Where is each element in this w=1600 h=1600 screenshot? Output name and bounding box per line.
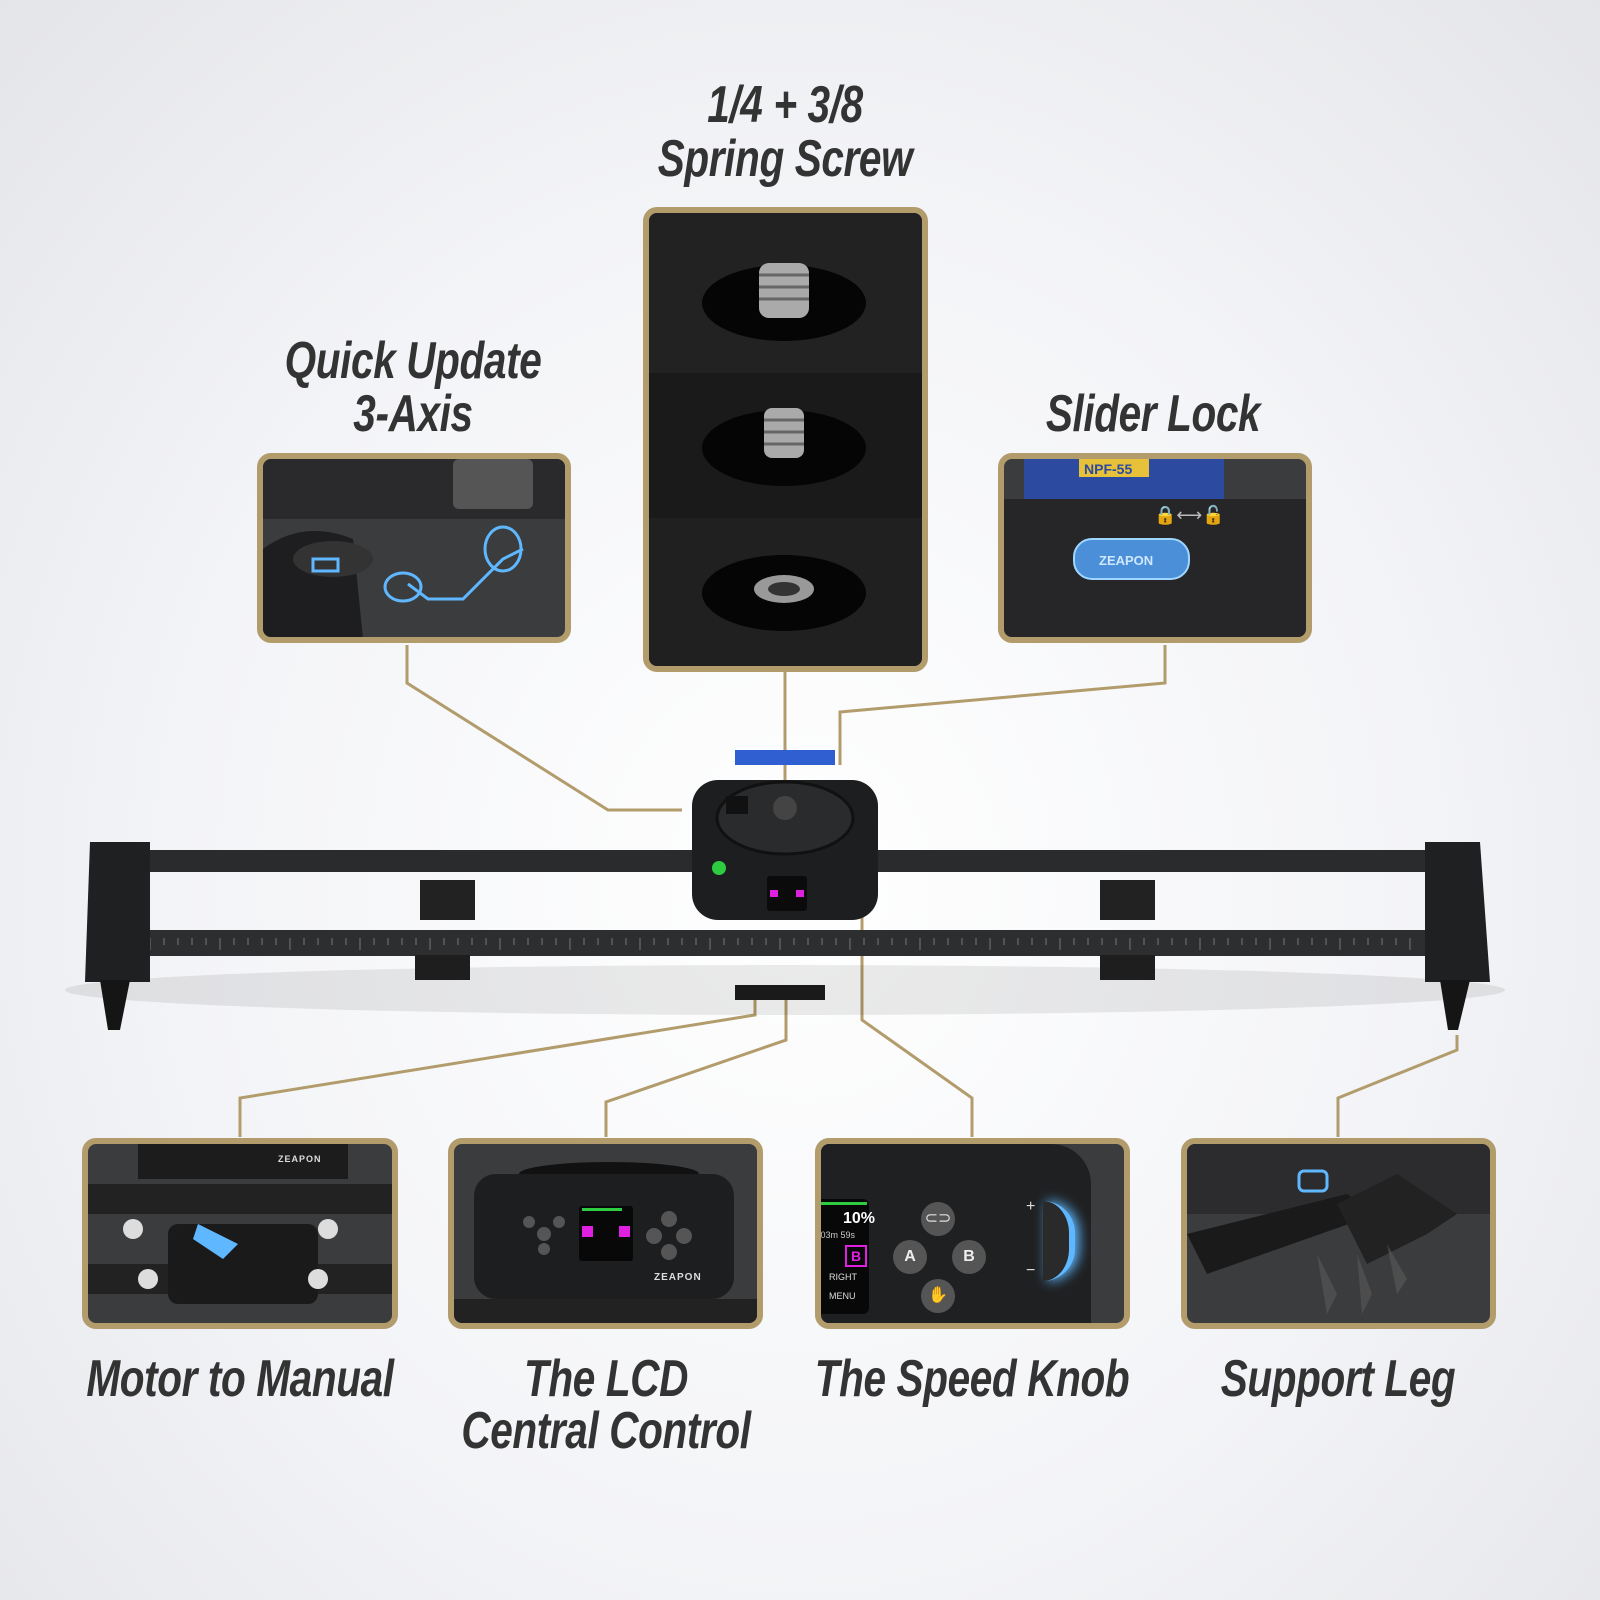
end-cap-right	[1425, 842, 1490, 982]
leader-speed-knob	[860, 905, 974, 1137]
leg-left	[100, 980, 130, 1030]
support-leg-panel	[1181, 1138, 1496, 1329]
spring-screw-title-line1: 1/4 + 3/8	[707, 76, 863, 134]
spring-screw-title-line2: Spring Screw	[657, 130, 913, 188]
speed-knob-title: The Speed Knob	[814, 1350, 1130, 1408]
screw-2-icon	[702, 408, 866, 486]
lcd-control-panel: ZEAPON	[448, 1138, 763, 1329]
lock-brand: ZEAPON	[1099, 553, 1153, 568]
speed-knob-panel: 10% 00h 03m 59s B RIGHT MENU ⊂⊃ A B ✋ + …	[815, 1138, 1130, 1329]
motor-to-manual-title: Motor to Manual	[86, 1350, 394, 1408]
slider-lock-panel: NPF-55 ZEAPON 🔒⟷🔓	[998, 453, 1312, 643]
lock-unlock-arrow-icon: 🔒⟷🔓	[1154, 504, 1225, 526]
lcd-point-b: B	[845, 1245, 867, 1267]
slider-lock-switch	[1073, 538, 1190, 580]
carriage-lcd	[767, 876, 807, 911]
screw-3-icon	[702, 555, 866, 631]
quick-release-highlight-icon	[311, 525, 524, 603]
lcd-right: RIGHT	[829, 1272, 857, 1282]
motor-to-manual-panel: ZEAPON	[82, 1138, 398, 1329]
hand-stop-button[interactable]: ✋	[921, 1279, 955, 1313]
lcd-screen	[579, 1206, 633, 1261]
b-button[interactable]: B	[952, 1240, 986, 1274]
spring-screw-panel	[643, 207, 928, 672]
loop-button[interactable]: ⊂⊃	[921, 1202, 955, 1236]
support-leg-title: Support Leg	[1220, 1350, 1456, 1408]
knob-plus: +	[1026, 1198, 1036, 1215]
a-button[interactable]: A	[893, 1240, 927, 1274]
quick-update-panel	[257, 453, 571, 643]
battery-label: NPF-55	[1084, 461, 1132, 477]
quick-update-title-line1: Quick Update	[284, 332, 542, 390]
screw-1-icon	[702, 263, 866, 341]
leg-release-highlight-icon	[1297, 1169, 1329, 1193]
lcd-title-line2: Central Control	[461, 1402, 751, 1460]
knob-minus: −	[1026, 1262, 1036, 1279]
leg-right	[1440, 980, 1470, 1030]
leader-quick-update	[405, 645, 682, 812]
motor-panel-brand: ZEAPON	[278, 1154, 322, 1164]
motor-switch-highlight-icon	[193, 1224, 238, 1259]
leader-lines	[238, 645, 1459, 1137]
lcd-menu: MENU	[829, 1291, 856, 1301]
lcd-speed: 10%	[843, 1210, 876, 1227]
leader-lcd	[604, 985, 788, 1137]
leader-support-leg	[1336, 1035, 1459, 1137]
quick-update-title-line2: 3-Axis	[353, 385, 473, 443]
leader-slider-lock	[838, 645, 1167, 765]
rail-front	[110, 930, 1470, 956]
lcd-time: 00h 03m 59s	[820, 1230, 856, 1240]
lcd-panel-brand: ZEAPON	[654, 1272, 702, 1283]
leader-motor-manual	[238, 995, 757, 1137]
end-cap-left	[85, 842, 150, 982]
slider-lock-title: Slider Lock	[1045, 385, 1261, 443]
lcd-title-line1: The LCD	[523, 1350, 689, 1408]
